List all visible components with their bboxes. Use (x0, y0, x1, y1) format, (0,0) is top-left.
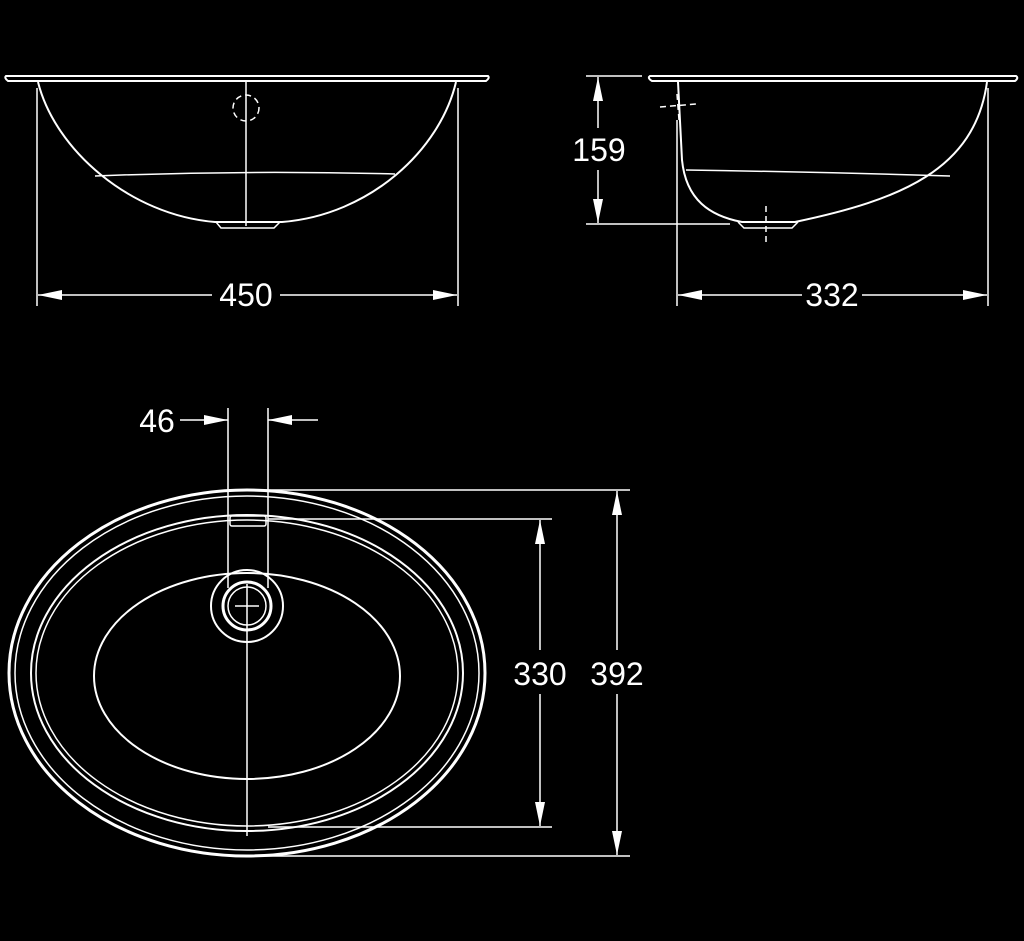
side-overflow-mark-h (659, 103, 697, 108)
top-outer-rim-inner (14, 495, 480, 851)
front-bowl-bottom-line (94, 171, 396, 177)
front-bowl-outline (37, 81, 457, 223)
dim-46-arrow-left (204, 415, 228, 425)
dim-330-arrow-bottom (535, 802, 545, 826)
front-view: 450 (4, 75, 490, 313)
side-drain (737, 221, 799, 229)
dim-332-arrow-left (678, 290, 702, 300)
dim-330-arrow-top (535, 520, 545, 544)
side-bowl-outline (677, 81, 988, 223)
dim-330-label: 330 (513, 656, 566, 692)
dim-392-label: 392 (590, 656, 643, 692)
side-overflow-mark-v (676, 93, 680, 121)
top-overflow-slot (229, 515, 267, 527)
dim-450-label: 450 (219, 277, 272, 313)
dim-159-label: 159 (572, 132, 625, 168)
top-outer-rim (7, 488, 487, 858)
dim-392-arrow-top (612, 491, 622, 515)
dim-159-arrow-bottom (593, 199, 603, 223)
side-view: 159 332 (572, 75, 1019, 313)
dim-332-label: 332 (805, 277, 858, 313)
side-bowl-bottom-line (685, 169, 951, 177)
front-drain (215, 221, 281, 229)
dim-46-arrow-right (268, 415, 292, 425)
dim-392-arrow-bottom (612, 831, 622, 855)
top-view: 46 330 392 (7, 403, 644, 858)
dim-46-label: 46 (139, 403, 175, 439)
side-rim (647, 75, 1019, 82)
dim-450-arrow-right (433, 290, 457, 300)
dim-450-arrow-left (38, 290, 62, 300)
front-rim (4, 75, 490, 82)
dim-159-arrow-top (593, 77, 603, 101)
dim-332-arrow-right (963, 290, 987, 300)
